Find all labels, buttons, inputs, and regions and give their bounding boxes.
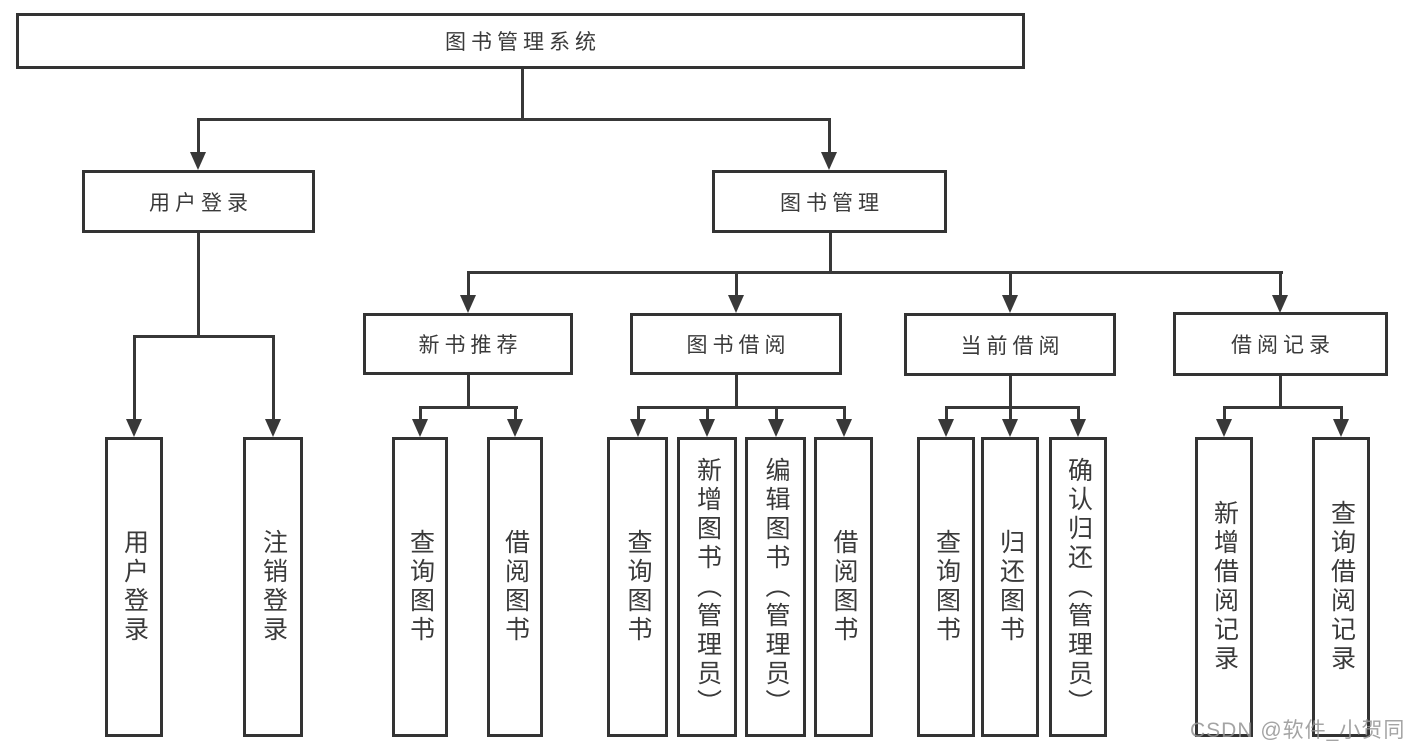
connector-line [467,271,470,297]
leaf-label: 查询图书 [932,529,961,645]
leaf-query-books-borrowing: 查询图书 [607,437,668,737]
arrow-down-icon [412,419,428,437]
arrow-down-icon [460,295,476,313]
connector-line [197,233,200,338]
node-label: 图书借阅 [686,334,791,357]
node-label: 图书管理 [780,191,884,215]
connector-line [735,375,738,409]
arrow-down-icon [1070,419,1086,437]
connector-line [637,406,640,420]
connector-line [775,406,778,420]
node-label: 借阅记录 [1231,334,1335,357]
arrow-down-icon [836,419,852,437]
connector-line [1077,406,1080,420]
arrow-down-icon [630,419,646,437]
arrow-down-icon [265,419,281,437]
leaf-label: 新增借阅记录 [1210,500,1239,674]
node-borrowing-records: 借阅记录 [1173,312,1388,376]
arrow-down-icon [1216,419,1232,437]
connector-line [1279,271,1282,297]
connector-line [133,335,275,338]
connector-line [1009,406,1012,420]
arrow-down-icon [699,419,715,437]
arrow-down-icon [1002,295,1018,313]
connector-line [419,406,422,420]
arrow-down-icon [1272,295,1288,313]
connector-line [706,406,709,420]
arrow-down-icon [821,152,837,170]
connector-line [1223,406,1343,409]
arrow-down-icon [768,419,784,437]
leaf-label: 注销登录 [259,529,288,645]
leaf-label: 查询图书 [624,529,652,645]
leaf-query-books-current: 查询图书 [917,437,975,737]
node-label: 图书管理系统 [445,31,601,54]
arrow-down-icon [1333,419,1349,437]
leaf-add-borrow-record: 新增借阅记录 [1195,437,1253,737]
connector-line [945,406,1080,409]
connector-line [133,335,136,421]
connector-line [1279,376,1282,409]
connector-line [514,406,517,420]
connector-line [735,271,738,297]
connector-line [1009,271,1012,297]
connector-line [467,271,1283,274]
connector-line [521,69,524,120]
node-current-borrowing: 当前借阅 [904,313,1116,376]
leaf-confirm-return-admin: 确认归还（管理员） [1049,437,1107,737]
node-label: 新书推荐 [418,334,523,357]
leaf-return-books: 归还图书 [981,437,1039,737]
connector-line [1340,406,1343,420]
leaf-logout: 注销登录 [243,437,303,737]
leaf-query-borrow-record: 查询借阅记录 [1312,437,1370,737]
node-user-login: 用户登录 [82,170,315,233]
leaf-label: 编辑图书（管理员） [762,456,790,718]
connector-line [843,406,846,420]
connector-line [829,233,832,274]
arrow-down-icon [1002,419,1018,437]
node-label: 当前借阅 [960,334,1065,358]
connector-line [197,118,831,121]
leaf-add-books-admin: 新增图书（管理员） [677,437,737,737]
arrow-down-icon [190,152,206,170]
leaf-label: 借阅图书 [501,529,530,645]
connector-line [828,118,831,154]
node-book-management: 图书管理 [712,170,947,233]
connector-line [1223,406,1226,420]
node-new-book-recommend: 新书推荐 [363,313,573,375]
leaf-label: 新增图书（管理员） [693,456,722,718]
leaf-label: 查询借阅记录 [1327,500,1356,674]
arrow-down-icon [507,419,523,437]
leaf-label: 借阅图书 [830,529,858,645]
leaf-borrow-books-recommend: 借阅图书 [487,437,543,737]
leaf-label: 用户登录 [120,529,149,645]
leaf-user-login: 用户登录 [105,437,163,737]
connector-line [197,118,200,154]
connector-line [467,375,470,409]
node-book-borrowing: 图书借阅 [630,313,842,375]
arrow-down-icon [126,419,142,437]
connector-line [637,406,846,409]
connector-line [945,406,948,420]
arrow-down-icon [728,295,744,313]
node-root-library-management-system: 图书管理系统 [16,13,1025,69]
leaf-label: 归还图书 [996,529,1025,645]
csdn-watermark: CSDN @软件_小贺同学 [1190,719,1405,742]
arrow-down-icon [938,419,954,437]
connector-line [419,406,518,409]
connector-line [272,335,275,421]
leaf-label: 确认归还（管理员） [1064,456,1093,718]
connector-line [1009,376,1012,409]
leaf-query-books-recommend: 查询图书 [392,437,448,737]
node-label: 用户登录 [149,191,253,215]
leaf-edit-books-admin: 编辑图书（管理员） [745,437,806,737]
leaf-label: 查询图书 [406,529,435,645]
leaf-borrow-books-borrowing: 借阅图书 [814,437,873,737]
